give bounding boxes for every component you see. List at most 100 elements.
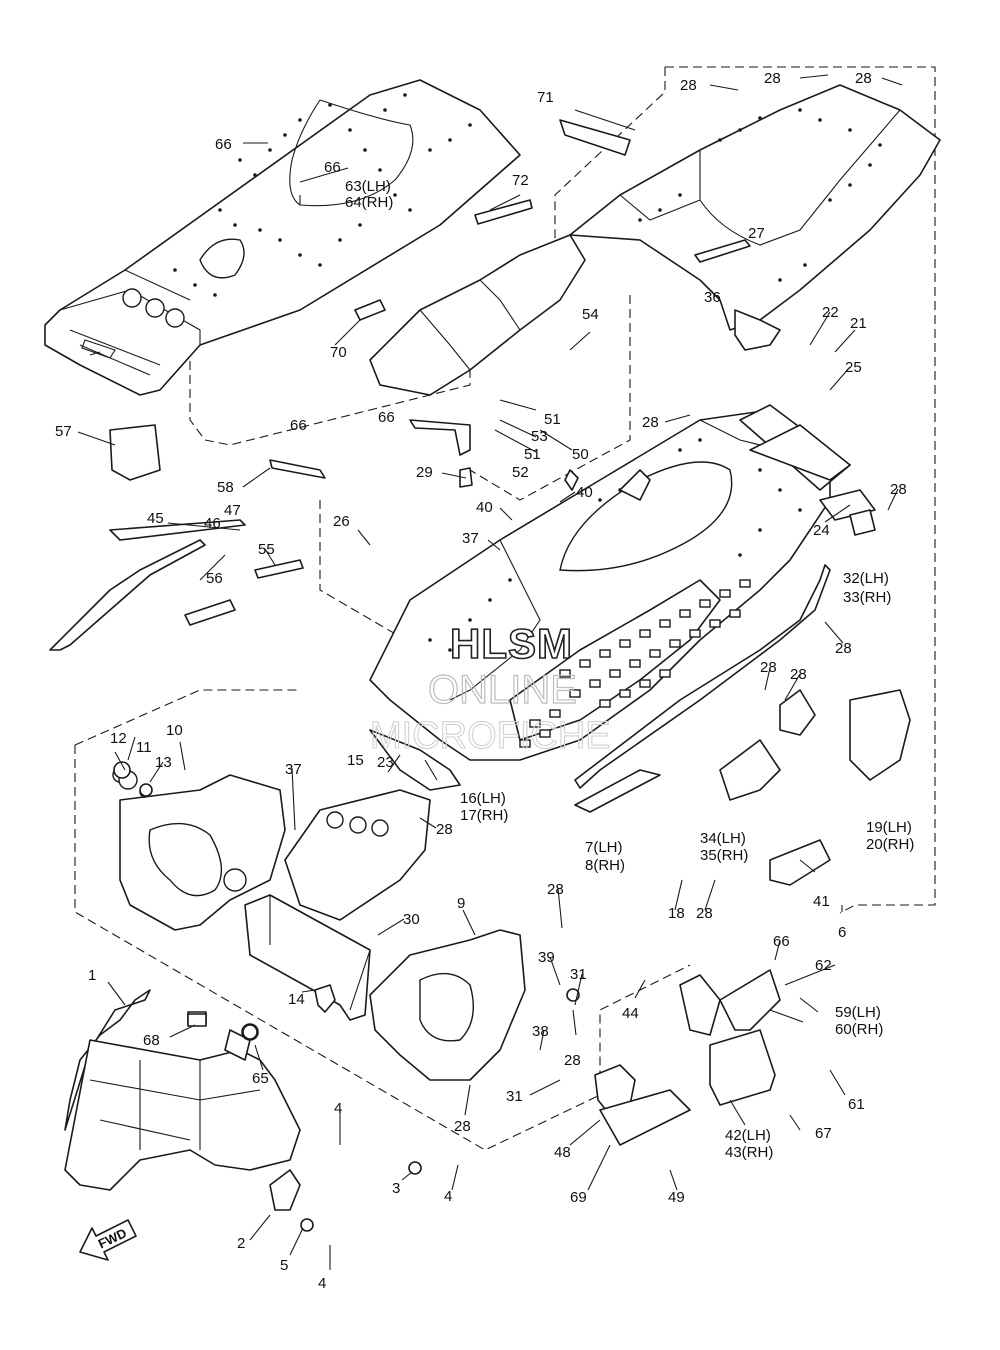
chassis-side	[369, 929, 721, 1081]
callout-68: 68	[143, 1032, 160, 1049]
callout-66: 66	[215, 136, 232, 153]
callout-29: 29	[416, 464, 433, 481]
leader-lines	[77, 74, 903, 1270]
watermark-line2: ONLINE	[428, 668, 577, 712]
callout-26: 26	[333, 513, 350, 530]
front-frame	[64, 989, 301, 1191]
callout-28: 28	[760, 659, 777, 676]
callout-57: 57	[55, 423, 72, 440]
callout-28: 28	[855, 70, 872, 87]
callout-13: 13	[155, 754, 172, 771]
callout-21: 21	[850, 315, 867, 332]
callout-7-lh: 7(LH)	[585, 839, 623, 856]
callout-66: 66	[773, 933, 790, 950]
callout-6: 6	[838, 924, 846, 941]
fwd-arrow: FWD	[79, 1219, 137, 1261]
callout-72: 72	[512, 172, 529, 189]
center-cover	[369, 234, 586, 488]
callout-14: 14	[288, 991, 305, 1008]
callout-28: 28	[764, 70, 781, 87]
callout-9: 9	[457, 895, 465, 912]
callout-25: 25	[845, 359, 862, 376]
callout-61: 61	[848, 1096, 865, 1113]
callout-31: 31	[570, 966, 587, 983]
callout-55: 55	[258, 541, 275, 558]
callout-46: 46	[204, 515, 221, 532]
callout-28: 28	[642, 414, 659, 431]
watermark: HLSM ONLINE MICROFICHE	[369, 619, 611, 757]
callout-37: 37	[462, 530, 479, 547]
callout-16-lh: 16(LH)	[460, 790, 506, 807]
callout-60-rh: 60(RH)	[835, 1021, 883, 1038]
watermark-line3: MICROFICHE	[370, 715, 611, 757]
callout-66: 66	[378, 409, 395, 426]
callout-47: 47	[224, 502, 241, 519]
callout-30: 30	[403, 911, 420, 928]
callout-28: 28	[454, 1118, 471, 1135]
callout-4: 4	[334, 1100, 342, 1117]
rear-tunnel-right	[569, 84, 941, 351]
callout-11: 11	[136, 739, 152, 756]
callout-67: 67	[815, 1125, 832, 1142]
callout-49: 49	[668, 1189, 685, 1206]
callout-40: 40	[576, 484, 593, 501]
callout-28: 28	[436, 821, 453, 838]
skid-plate	[284, 789, 431, 921]
callout-24: 24	[813, 522, 830, 539]
callout-51: 51	[524, 446, 541, 463]
callout-17-rh: 17(RH)	[460, 807, 508, 824]
callout-18: 18	[668, 905, 685, 922]
callout-39: 39	[538, 949, 555, 966]
callout-3: 3	[392, 1180, 400, 1197]
callout-63-lh: 63(LH)	[345, 178, 391, 195]
callout-4: 4	[318, 1275, 326, 1292]
callout-62: 62	[815, 957, 832, 974]
callout-38: 38	[532, 1023, 549, 1040]
callout-34-lh: 34(LH)	[700, 830, 746, 847]
callout-48: 48	[554, 1144, 571, 1161]
callout-51: 51	[544, 411, 561, 428]
callout-58: 58	[217, 479, 234, 496]
callout-35-rh: 35(RH)	[700, 847, 748, 864]
callout-36: 36	[704, 289, 721, 306]
callout-8-rh: 8(RH)	[585, 857, 625, 874]
callout-4: 4	[444, 1188, 452, 1205]
callout-52: 52	[512, 464, 529, 481]
callout-37: 37	[285, 761, 302, 778]
callout-15: 15	[347, 752, 364, 769]
callout-28: 28	[696, 905, 713, 922]
callout-12: 12	[110, 730, 127, 747]
main-tunnel	[369, 404, 851, 813]
callout-64-rh: 64(RH)	[345, 194, 393, 211]
callout-22: 22	[822, 304, 839, 321]
callout-23: 23	[377, 754, 394, 771]
rivet-holes	[428, 438, 802, 652]
callout-50: 50	[572, 446, 589, 463]
callout-66: 66	[290, 417, 307, 434]
callout-56: 56	[206, 570, 223, 587]
callout-43-rh: 43(RH)	[725, 1144, 773, 1161]
rivet-holes	[173, 93, 472, 297]
rear-tunnel-top	[44, 79, 521, 396]
callout-66: 66	[324, 159, 341, 176]
callout-19-lh: 19(LH)	[866, 819, 912, 836]
callout-69: 69	[570, 1189, 587, 1206]
callout-27: 27	[748, 225, 765, 242]
callout-70: 70	[330, 344, 347, 361]
callout-59-lh: 59(LH)	[835, 1004, 881, 1021]
callout-42-lh: 42(LH)	[725, 1127, 771, 1144]
watermark-line1: HLSM	[450, 620, 573, 667]
callout-2: 2	[237, 1235, 245, 1252]
callout-labels: 66 66 63(LH) 64(RH) 71 72 70 57 58 45 46…	[55, 70, 914, 1292]
callout-1: 1	[88, 967, 96, 984]
misc-small-parts	[49, 119, 911, 1232]
callout-71: 71	[537, 89, 554, 106]
callout-28: 28	[890, 481, 907, 498]
callout-20-rh: 20(RH)	[866, 836, 914, 853]
callout-41: 41	[813, 893, 830, 910]
rivet-holes	[638, 108, 882, 282]
callout-53: 53	[531, 428, 548, 445]
callout-28: 28	[680, 77, 697, 94]
